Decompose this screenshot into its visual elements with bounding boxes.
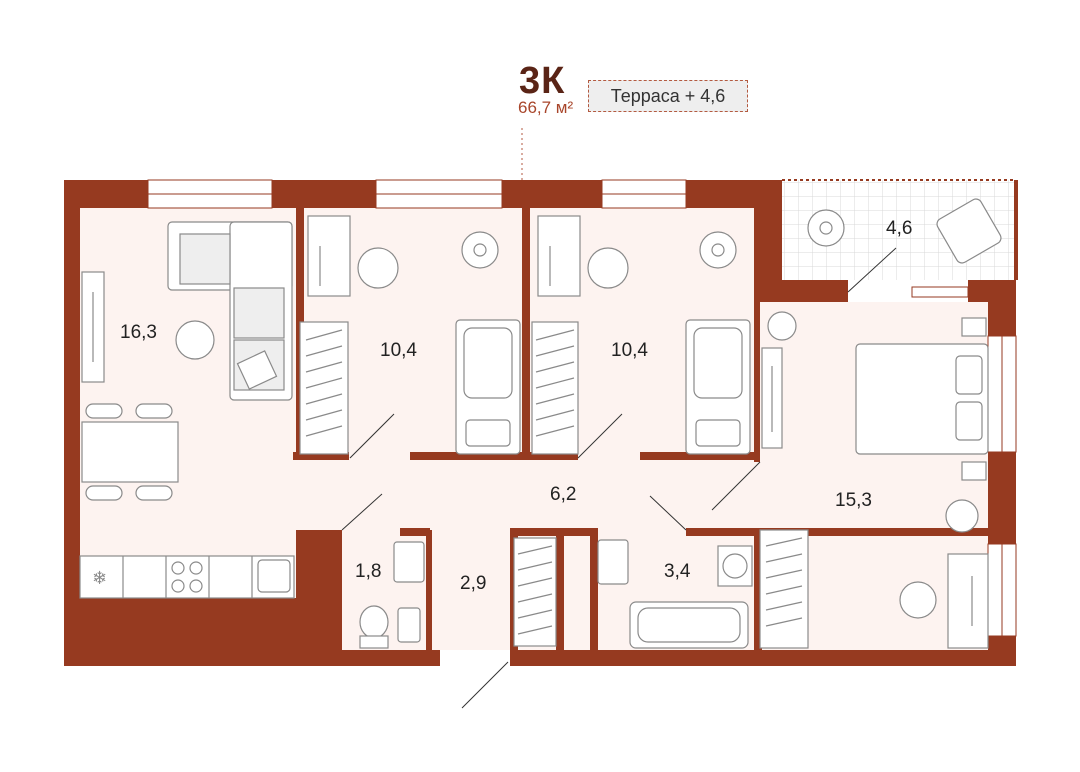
coffee-table-icon [175,320,215,360]
room-area-hall: 6,2 [550,484,577,505]
plant-icon-3 [767,311,797,341]
apartment-type: 3К [519,60,566,102]
plant-icon-4 [945,499,979,533]
windows [147,179,1017,637]
room-area-terrace: 4,6 [886,218,913,239]
door-leaders [341,247,897,709]
apartment-area: 66,7 м² [518,98,574,117]
room-area-master: 15,3 [835,490,872,511]
terrace-badge: Терраса + 4,6 [588,80,748,112]
armchair-icon [936,198,1002,264]
desk-icon-3 [947,553,989,649]
sink-icon-2 [597,539,629,585]
room-area-bedroom1: 10,4 [380,340,417,361]
room-area-corridor: 2,9 [460,573,487,594]
desk-icon [307,215,351,297]
svg-text:❄: ❄ [92,568,107,589]
toilet-icon [359,605,389,639]
dining-table-icon [81,421,179,483]
wardrobe-icon-4 [513,537,557,647]
wardrobe-icon-2 [531,321,579,455]
room-area-bedroom2: 10,4 [611,340,648,361]
room-area-wc: 1,8 [355,561,382,582]
desk-icon-2 [537,215,581,297]
wardrobe-icon-3 [759,529,809,649]
room-area-bath: 3,4 [664,561,691,582]
double-bed-icon [855,343,989,455]
furniture: ❄ [79,198,1002,649]
sink-icon [393,541,425,583]
room-area-living: 16,3 [120,322,157,343]
